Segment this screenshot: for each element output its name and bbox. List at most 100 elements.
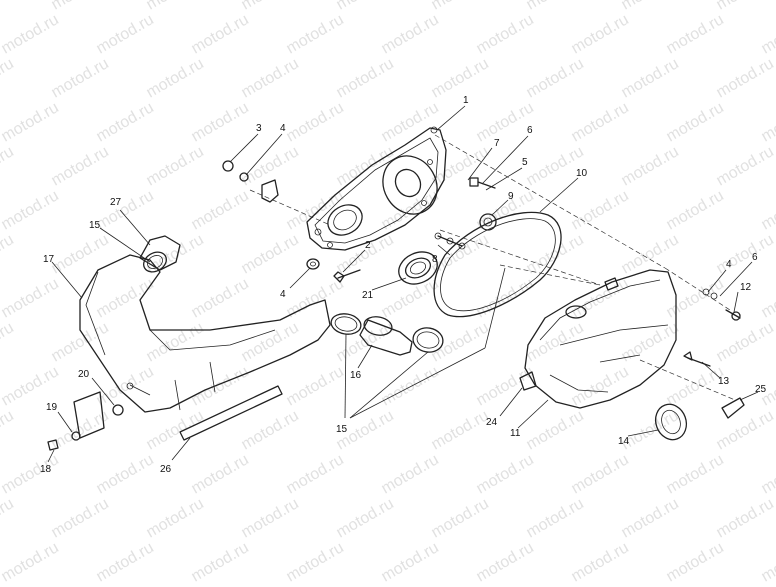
watermark-text: motod.ru bbox=[474, 451, 537, 497]
watermark-text: motod.ru bbox=[759, 99, 776, 145]
callout-13: 13 bbox=[718, 376, 730, 387]
watermark-text: motod.ru bbox=[0, 187, 62, 233]
watermark-text: motod.ru bbox=[239, 231, 302, 277]
callout-8: 8 bbox=[432, 254, 438, 265]
watermark-text: motod.ru bbox=[524, 143, 587, 189]
watermark-text: motod.ru bbox=[189, 451, 252, 497]
watermark-text: motod.ru bbox=[619, 0, 682, 13]
watermark-text: motod.ru bbox=[759, 11, 776, 57]
watermark-text: motod.ru bbox=[0, 451, 62, 497]
watermark-text: motod.ru bbox=[49, 231, 112, 277]
watermark-text: motod.ru bbox=[284, 11, 347, 57]
clip-25 bbox=[722, 398, 744, 418]
callout-21: 21 bbox=[362, 290, 374, 301]
watermark-text: motod.ru bbox=[239, 495, 302, 541]
inner-cover-plate bbox=[307, 127, 448, 250]
watermark-text: motod.ru bbox=[714, 407, 776, 453]
watermark-text: motod.ru bbox=[619, 495, 682, 541]
callout-18: 18 bbox=[40, 464, 52, 475]
watermark-text: motod.ru bbox=[0, 495, 17, 541]
watermark-text: motod.ru bbox=[189, 275, 252, 321]
watermark-text: motod.ru bbox=[144, 0, 207, 13]
watermark-text: motod.ru bbox=[429, 319, 492, 365]
callout-19: 19 bbox=[46, 402, 58, 413]
callout-3: 3 bbox=[256, 123, 262, 134]
watermark-text: motod.ru bbox=[619, 143, 682, 189]
watermark-text: motod.ru bbox=[0, 143, 17, 189]
watermark-text: motod.ru bbox=[569, 99, 632, 145]
watermark-text: motod.ru bbox=[49, 0, 112, 13]
watermark-text: motod.ru bbox=[0, 275, 62, 321]
watermark-text: motod.ru bbox=[664, 11, 727, 57]
callout-27: 27 bbox=[110, 197, 122, 208]
watermark-text: motod.ru bbox=[379, 539, 442, 582]
watermark-text: motod.ru bbox=[569, 451, 632, 497]
watermark-text: motod.ru bbox=[239, 319, 302, 365]
watermark-text: motod.ru bbox=[664, 539, 727, 582]
callout-2: 2 bbox=[365, 240, 371, 251]
watermark-text: motod.ru bbox=[284, 539, 347, 582]
watermark-text: motod.ru bbox=[0, 55, 17, 101]
callout-4: 4 bbox=[280, 289, 286, 300]
watermark-text: motod.ru bbox=[664, 451, 727, 497]
callout-6: 6 bbox=[752, 252, 758, 263]
watermark-text: motod.ru bbox=[429, 55, 492, 101]
callout-15: 15 bbox=[89, 220, 101, 231]
watermark-text: motod.ru bbox=[94, 275, 157, 321]
watermark-text: motod.ru bbox=[619, 319, 682, 365]
watermark-text: motod.ru bbox=[94, 451, 157, 497]
watermark-text: motod.ru bbox=[0, 407, 17, 453]
watermark-text: motod.ru bbox=[524, 0, 587, 13]
watermark-text: motod.ru bbox=[474, 363, 537, 409]
watermark-text: motod.ru bbox=[239, 407, 302, 453]
callout-4: 4 bbox=[280, 123, 286, 134]
watermark-text: motod.ru bbox=[144, 319, 207, 365]
watermark-text: motod.ru bbox=[189, 539, 252, 582]
watermark-text: motod.ru bbox=[569, 187, 632, 233]
watermark-text: motod.ru bbox=[334, 231, 397, 277]
callout-24: 24 bbox=[486, 417, 498, 428]
callout-9: 9 bbox=[508, 191, 514, 202]
watermark-text: motod.ru bbox=[429, 407, 492, 453]
watermark-text: motod.ru bbox=[664, 275, 727, 321]
watermark-text: motod.ru bbox=[429, 0, 492, 13]
callout-12: 12 bbox=[740, 282, 752, 293]
watermark-text: motod.ru bbox=[714, 143, 776, 189]
callout-16: 16 bbox=[350, 370, 362, 381]
watermark-text: motod.ru bbox=[759, 187, 776, 233]
watermark-text: motod.ru bbox=[94, 99, 157, 145]
watermark-text: motod.ru bbox=[379, 99, 442, 145]
callout-26: 26 bbox=[160, 464, 172, 475]
watermark-text: motod.ru bbox=[714, 495, 776, 541]
callout-20: 20 bbox=[78, 369, 90, 380]
clamp-15-left bbox=[329, 312, 362, 337]
watermark-text: motod.ru bbox=[144, 495, 207, 541]
watermark-text: motod.ru bbox=[759, 275, 776, 321]
watermark-text: motod.ru bbox=[664, 187, 727, 233]
watermark-text: motod.ru bbox=[144, 143, 207, 189]
watermark-text: motod.ru bbox=[284, 451, 347, 497]
bracket-clip bbox=[262, 180, 278, 202]
alignment-lines bbox=[250, 135, 735, 400]
screw-13 bbox=[684, 352, 710, 366]
watermark-text: motod.ru bbox=[94, 363, 157, 409]
watermark-text: motod.ru bbox=[144, 55, 207, 101]
watermark-text: motod.ru bbox=[379, 11, 442, 57]
watermark-text: motod.ru bbox=[474, 99, 537, 145]
watermark-text: motod.ru bbox=[284, 99, 347, 145]
watermark-text: motod.ru bbox=[144, 231, 207, 277]
watermark-text: motod.ru bbox=[474, 187, 537, 233]
watermark-text: motod.ru bbox=[714, 55, 776, 101]
watermark-text: motod.ru bbox=[189, 187, 252, 233]
callout-5: 5 bbox=[522, 157, 528, 168]
watermark-text: motod.ru bbox=[94, 187, 157, 233]
watermark-text: motod.ru bbox=[189, 11, 252, 57]
watermark-text: motod.ru bbox=[714, 319, 776, 365]
watermark-text: motod.ru bbox=[94, 11, 157, 57]
watermark-text: motod.ru bbox=[759, 451, 776, 497]
watermark-text: motod.ru bbox=[429, 495, 492, 541]
callout-11: 11 bbox=[510, 428, 521, 439]
watermark-text: motod.ru bbox=[759, 539, 776, 582]
